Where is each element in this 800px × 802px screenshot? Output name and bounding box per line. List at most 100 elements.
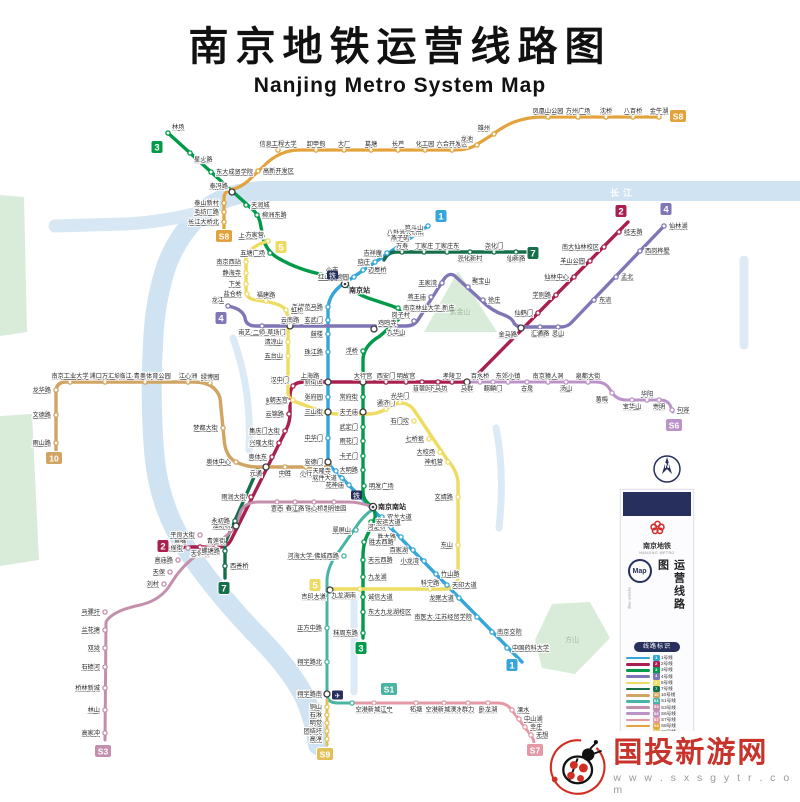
station-label-金马路: 金马路: [498, 331, 517, 339]
station-dot-空港新城溧水: [441, 700, 447, 706]
station-label-贾西: 贾西: [271, 506, 283, 513]
station-dot-九华山: [393, 323, 399, 329]
chip-glyph: 铁: [329, 271, 336, 280]
station-dot-卸甲甸: [313, 147, 319, 153]
railway-icon: [327, 270, 338, 280]
station-dot-石碛河: [102, 664, 108, 670]
station-label-小龙湾: 小龙湾: [400, 557, 419, 565]
legend-line-swatch: [626, 669, 650, 672]
station-dot-春江路: [292, 499, 298, 505]
station-dot-龙池: [474, 142, 480, 148]
ladybug-logo-icon: [549, 738, 606, 795]
station-label-新模范马路: 新模范马路: [292, 303, 324, 311]
brand-name-zh: 南京地铁: [643, 543, 671, 550]
station-label-天元西路: 天元西路: [368, 556, 394, 564]
station-label-双龙大道: 双龙大道: [387, 513, 412, 521]
line-badge-text: S9: [320, 749, 331, 759]
station-dot-奥体东: [269, 454, 275, 460]
station-dot-蒋王庙: [428, 294, 434, 300]
station-dot-王家湾: [439, 280, 445, 286]
legend-line-label: S6号线: [661, 710, 676, 716]
legend-line-label: 7号线: [661, 686, 673, 692]
station-dot-中国药科大学: [504, 645, 510, 651]
station-dot-永初路: [232, 518, 238, 524]
station-dot-双垅: [102, 645, 108, 651]
station-label-崇明: 崇明: [653, 404, 665, 411]
station-dot-尧化门: [491, 249, 497, 255]
station-label-春江路: 春江路: [286, 505, 305, 513]
station-dot-金牛湖: [656, 114, 662, 120]
fangshan-mountain: [535, 602, 610, 674]
line-badge-7: [217, 581, 231, 595]
station-label-卸甲甸: 卸甲甸: [307, 140, 326, 148]
station-label-毛纺厂路: 毛纺厂路: [194, 208, 220, 216]
station-label-夫子庙: 夫子庙: [339, 408, 358, 416]
station-dot-崇明: [656, 397, 662, 403]
station-dot-高庙路: [175, 557, 181, 563]
station-label-明发广场: 明发广场: [369, 482, 394, 490]
station-dot-胜太路: [398, 534, 404, 540]
line-badge-4: [214, 311, 228, 325]
station-dot-鸡鸣寺: [370, 325, 378, 333]
line-badge-text: S8: [219, 231, 230, 241]
station-label-竹山路: 竹山路: [441, 570, 460, 578]
line-badge-S8: [669, 109, 687, 123]
station-dot-小行: [303, 464, 309, 470]
station-dot-奥体中心: [233, 459, 239, 465]
line-badge-10: [45, 451, 63, 465]
legend-line-swatch: [626, 681, 650, 685]
station-label-柳洲东路: 柳洲东路: [262, 211, 288, 219]
station-dot-南大仙林校区: [601, 244, 607, 250]
station-dot-南京交院: [489, 629, 495, 635]
station-label-南京站: 南京站: [349, 286, 370, 295]
station-dot-秣周东路: [360, 630, 366, 636]
station-dot-景明佳园: [331, 499, 337, 505]
line-badge-text: S1: [384, 684, 395, 694]
station-dot-燕子矶: [397, 241, 403, 247]
station-label-句容: 句容: [677, 406, 689, 414]
station-dot-集庆门大街: [282, 428, 288, 434]
line-badge-S6: [665, 418, 683, 432]
station-dot-汉中门: [290, 383, 296, 389]
station-label-林场: 林场: [172, 123, 184, 131]
station-label-小行: 小行: [300, 470, 312, 478]
line-badge-2: [156, 539, 170, 553]
station-label-星火路: 星火路: [194, 156, 213, 164]
station-label-虹桥: 虹桥: [291, 306, 303, 314]
station-dot-麒麟门: [490, 379, 496, 385]
station-label-大行宫: 大行宫: [354, 372, 373, 380]
station-label-幸庄: 幸庄: [530, 723, 542, 731]
station-label-鼓楼: 鼓楼: [311, 330, 323, 338]
station-dot-虹桥: [283, 307, 289, 313]
station-dot-螺塘路: [222, 548, 228, 554]
station-dot-晓庄: [372, 259, 378, 265]
station-dot-金马路: [517, 324, 525, 332]
station-dot-东郊小镇: [505, 379, 511, 385]
brand-name-en: NANJING METRO: [639, 551, 675, 555]
station-label-仙鹤门: 仙鹤门: [514, 309, 533, 317]
station-dot-胜太西路: [361, 539, 367, 545]
station-dot-临江·青奥体育公园: [142, 379, 148, 385]
station-dot-花神庙: [346, 482, 352, 488]
station-label-信息工程大学: 信息工程大学: [259, 140, 296, 148]
station-label-绿博园: 绿博园: [201, 373, 220, 381]
station-label-九龙湖: 九龙湖: [368, 573, 387, 581]
station-label-青莲街: 青莲街: [207, 537, 226, 545]
line-badge-text: 3: [154, 142, 159, 153]
station-label-南京林业大学·新庄: 南京林业大学·新庄: [403, 304, 455, 312]
legend-line-label: 5号线: [661, 679, 673, 685]
station-dot-安德门: [324, 458, 332, 466]
station-dot-兰花塘: [102, 627, 108, 633]
legend-line-label: 4号线: [661, 673, 673, 679]
airport-icon: [332, 690, 343, 700]
station-label-南艺·二师·草场门: 南艺·二师·草场门: [238, 329, 285, 337]
line-badge-text: 7: [530, 248, 535, 259]
chip-glyph: ✈: [335, 693, 341, 700]
station-label-黄梅: 黄梅: [596, 396, 608, 404]
station-dot-雨花门: [360, 438, 366, 444]
station-dot-上元门: [259, 233, 265, 239]
station-label-九华山: 九华山: [387, 329, 406, 337]
station-dot-浮桥: [360, 348, 366, 354]
